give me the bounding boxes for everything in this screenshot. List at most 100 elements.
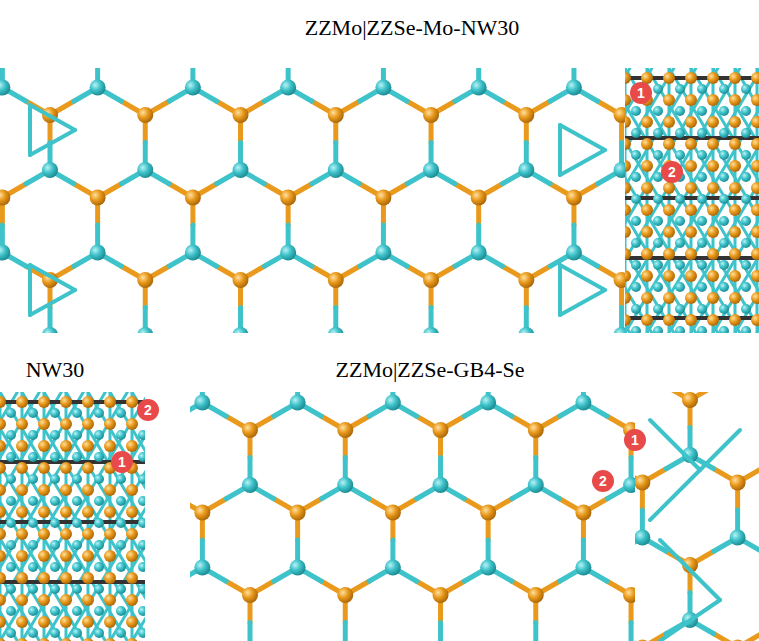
atom (82, 484, 94, 496)
bond (248, 623, 253, 641)
atom (697, 194, 707, 204)
atom (137, 327, 153, 333)
atom (28, 452, 38, 462)
atom (116, 430, 126, 440)
atom (337, 587, 353, 603)
atom (653, 194, 663, 204)
atom (233, 272, 249, 288)
atom (741, 106, 751, 116)
atom (697, 150, 707, 160)
atom (663, 94, 675, 106)
atom (42, 327, 58, 333)
atom (685, 138, 697, 150)
atom (60, 550, 72, 562)
bond (558, 265, 562, 315)
atom (104, 572, 116, 584)
bond (110, 392, 145, 641)
atom (0, 616, 6, 628)
atom (72, 408, 82, 418)
atom (38, 484, 50, 496)
atom (663, 314, 675, 326)
atom (641, 204, 653, 216)
atom (50, 474, 60, 484)
callout-number: 2 (137, 399, 159, 421)
atom (126, 572, 138, 584)
atom (28, 430, 38, 440)
bond (691, 68, 759, 333)
atom (50, 452, 60, 462)
atom (751, 204, 759, 216)
atom (72, 518, 82, 528)
atom (741, 84, 751, 94)
atom (116, 628, 126, 638)
atom (675, 84, 685, 94)
atom (42, 162, 58, 178)
bond (0, 392, 39, 641)
bond (110, 392, 145, 641)
atom (0, 245, 10, 261)
atom (471, 190, 487, 206)
bond (0, 392, 83, 641)
atom (685, 160, 697, 172)
atom (741, 238, 751, 248)
atom (685, 72, 697, 84)
atom (729, 116, 741, 128)
atom (104, 550, 116, 562)
atom (0, 506, 6, 518)
atom (631, 304, 641, 314)
atom (566, 245, 582, 261)
atom (741, 172, 751, 182)
atom (729, 94, 741, 106)
atom (707, 270, 719, 282)
atom (0, 440, 6, 452)
atom (38, 572, 50, 584)
atom (480, 395, 496, 411)
atom (6, 474, 16, 484)
atom (741, 194, 751, 204)
atom (697, 84, 707, 94)
atom (663, 204, 675, 216)
atom (719, 106, 729, 116)
bond (738, 634, 759, 641)
atom (625, 204, 631, 216)
atom (90, 245, 106, 261)
atom (675, 106, 685, 116)
atom (72, 562, 82, 572)
atom (82, 462, 94, 474)
bond (88, 392, 145, 641)
atom (697, 238, 707, 248)
atom (635, 640, 650, 641)
atom (194, 560, 210, 576)
atom (685, 182, 697, 194)
atom (0, 528, 6, 540)
atom (707, 314, 719, 326)
atom (16, 528, 28, 540)
atom (719, 216, 729, 226)
atom (82, 572, 94, 584)
atom (741, 326, 751, 333)
bond (647, 68, 759, 333)
atom (194, 395, 210, 411)
atom (90, 190, 106, 206)
atom (116, 562, 126, 572)
atom (653, 216, 663, 226)
atom (663, 182, 675, 194)
atom (50, 430, 60, 440)
atom (741, 260, 751, 270)
atom (72, 584, 82, 594)
atom (290, 505, 306, 521)
atom (707, 116, 719, 128)
atom (82, 440, 94, 452)
atom (6, 562, 16, 572)
bond (660, 540, 720, 600)
atom (375, 80, 391, 96)
atom (575, 505, 591, 521)
atom (730, 640, 746, 641)
atom (94, 474, 104, 484)
atom (707, 182, 719, 194)
atom (28, 562, 38, 572)
atom (518, 162, 534, 178)
atom (730, 475, 746, 491)
atom (60, 440, 72, 452)
atom (185, 245, 201, 261)
